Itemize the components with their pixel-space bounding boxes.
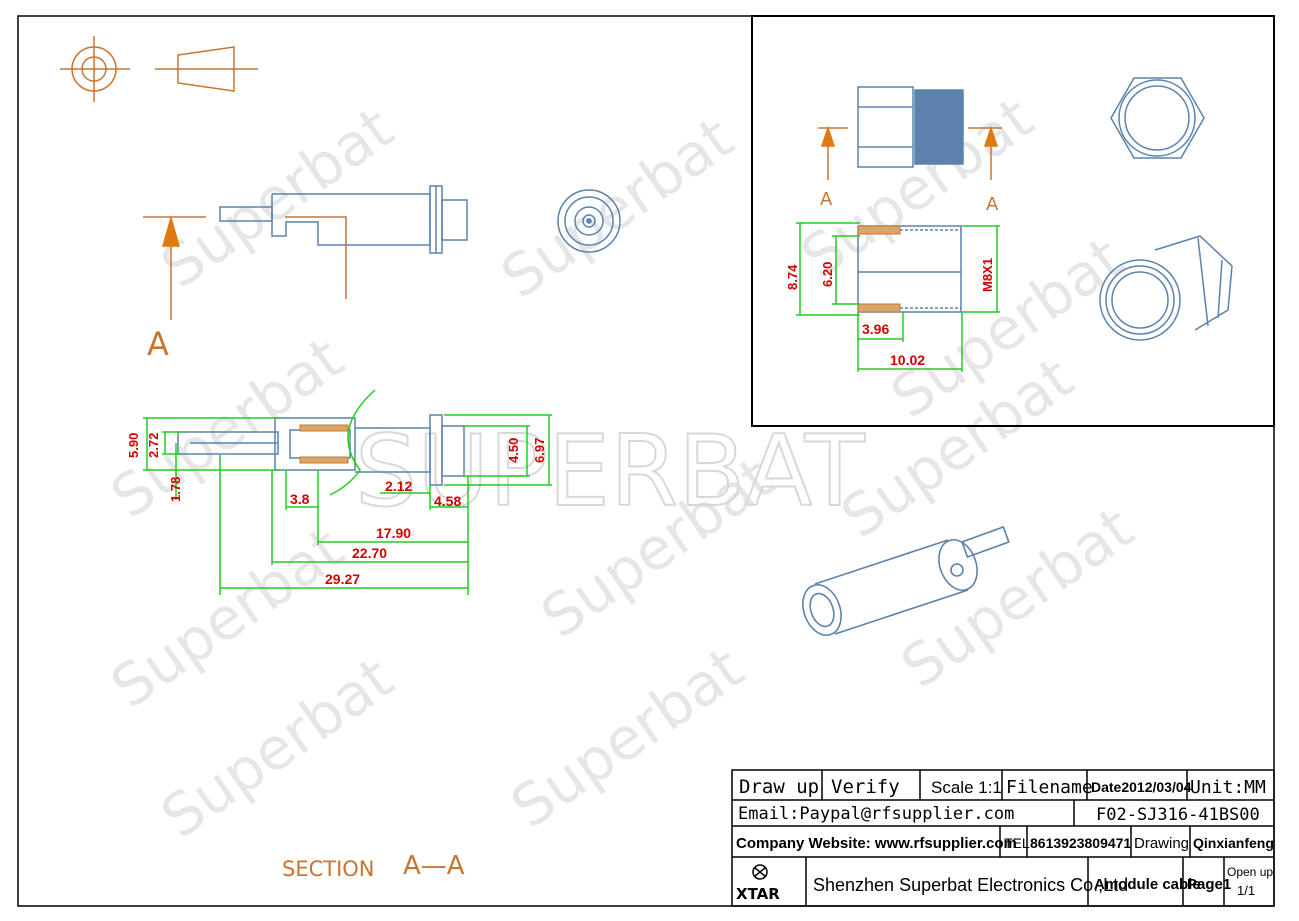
- inset-section-view: [796, 222, 1000, 372]
- drawing-border: [17, 15, 1275, 907]
- title-tel: 8613923809471: [1030, 835, 1131, 851]
- title-drawer: Qinxianfeng: [1193, 835, 1274, 851]
- title-drawing-label: Drawing: [1134, 835, 1189, 852]
- title-website: Company Website: www.rfsupplier.com: [736, 835, 1017, 852]
- inset-frame: [751, 15, 1275, 427]
- dim-5-90: 5.90: [126, 433, 141, 458]
- inset-marker-right: A: [986, 194, 999, 215]
- dim-4-50: 4.50: [506, 438, 521, 463]
- section-label: SECTION: [282, 857, 375, 881]
- connector-front-view: [557, 189, 621, 253]
- title-block: [731, 769, 1275, 907]
- title-email: Email:Paypal@rfsupplier.com: [738, 804, 1014, 824]
- title-verify: Verify: [831, 776, 900, 798]
- title-part-number: F02-SJ316-41BS00: [1096, 805, 1260, 825]
- watermark: Superbat: [149, 94, 405, 302]
- title-page: Page1: [1187, 876, 1231, 893]
- dim-2-72: 2.72: [146, 433, 161, 458]
- title-module: Amodule cable: [1094, 876, 1201, 893]
- dim-29-27: 29.27: [325, 571, 360, 587]
- title-open-up: Open up: [1227, 865, 1273, 879]
- dim-1-78: 1.78: [168, 477, 183, 502]
- inset-dim-10-02: 10.02: [890, 352, 925, 368]
- watermark: Superbat: [889, 494, 1145, 702]
- inset-dim-thread: M8X1: [980, 258, 995, 292]
- inset-top-view: [818, 86, 1002, 180]
- inset-dim-6-20: 6.20: [820, 262, 835, 287]
- connector-section-view: [177, 389, 465, 496]
- inset-dim-3-96: 3.96: [862, 321, 889, 337]
- title-filename: Filename: [1006, 777, 1093, 798]
- title-date: Date2012/03/04: [1091, 779, 1192, 795]
- section-marker-a: A: [147, 325, 169, 363]
- inset-dim-8-74: 8.74: [785, 264, 800, 290]
- title-scale: Scale 1:1: [931, 778, 1002, 797]
- title-tel-label: TEL: [1004, 835, 1030, 851]
- title-unit: Unit:MM: [1190, 777, 1266, 798]
- connector-isometric-view: [802, 525, 1010, 636]
- title-logo-text: XTAR: [736, 885, 780, 903]
- connector-side-view: [219, 185, 468, 254]
- projection-symbol: [60, 36, 258, 102]
- dim-4-58: 4.58: [434, 493, 461, 509]
- title-open-up-count: 1/1: [1237, 883, 1255, 898]
- section-dimension-lines: [143, 414, 552, 595]
- dim-2-12: 2.12: [385, 478, 412, 494]
- inset-thread-view: [1099, 235, 1233, 341]
- dim-6-97: 6.97: [532, 438, 547, 463]
- inset-hex-view: [1110, 77, 1205, 159]
- inset-marker-left: A: [820, 189, 833, 210]
- section-name: A—A: [403, 851, 465, 881]
- title-draw-up: Draw up: [739, 776, 819, 798]
- dim-22-70: 22.70: [352, 545, 387, 561]
- watermark-big: SUPERBAT: [355, 415, 866, 529]
- dim-3-8: 3.8: [290, 491, 310, 507]
- section-cut-line: [143, 215, 347, 320]
- dim-17-90: 17.90: [376, 525, 411, 541]
- title-company: Shenzhen Superbat Electronics Co.,Ltd: [813, 875, 1128, 895]
- xtar-logo-icon: [752, 864, 768, 880]
- watermark: Superbat: [499, 634, 755, 842]
